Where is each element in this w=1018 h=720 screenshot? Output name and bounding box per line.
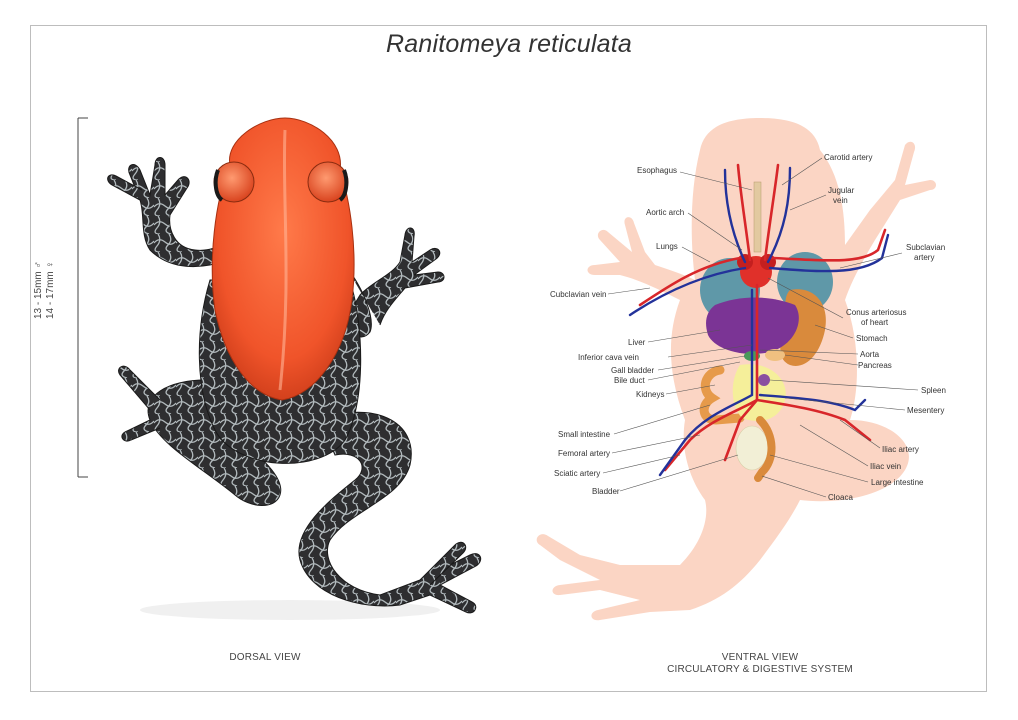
species-title: Ranitomeya reticulata — [386, 30, 632, 58]
label-spleen: Spleen — [921, 386, 946, 395]
bladder — [735, 425, 769, 471]
label-kidneys: Kidneys — [636, 390, 664, 399]
label-subclavian-artery-1: Subclavian — [906, 243, 945, 252]
label-cubclavian-vein: Cubclavian vein — [550, 290, 606, 299]
right-hind-limb — [298, 411, 482, 614]
size-bracket — [77, 117, 88, 478]
label-lungs: Lungs — [656, 242, 678, 251]
label-jugular-vein-2: vein — [833, 196, 848, 205]
ventral-caption-line1: VENTRAL VIEW — [721, 652, 799, 663]
leader-lines — [602, 157, 919, 498]
label-carotid-artery: Carotid artery — [824, 153, 872, 162]
ventral-caption-line2: CIRCULATORY & DIGESTIVE SYSTEM — [667, 664, 853, 675]
label-bladder: Bladder — [592, 487, 620, 496]
label-gall-bladder: Gall bladder — [611, 366, 654, 375]
label-conus-2: of heart — [861, 318, 889, 327]
label-femoral-artery: Femoral artery — [558, 449, 610, 458]
label-iliac-artery: Iliac artery — [882, 445, 919, 454]
dorsal-view-caption: DORSAL VIEW — [229, 652, 301, 663]
label-esophagus: Esophagus — [637, 166, 677, 175]
anatomy-labels: Esophagus Carotid artery Jugular vein Ao… — [550, 153, 946, 502]
label-jugular-vein-1: Jugular — [828, 186, 855, 195]
right-front-limb — [344, 227, 445, 338]
label-large-intestine: Large intestine — [871, 478, 924, 487]
ventral-silhouette — [536, 118, 936, 621]
left-front-limb — [128, 157, 233, 268]
label-iliac-vein: Iliac vein — [870, 462, 901, 471]
dorsal-frog-illustration — [107, 117, 482, 620]
label-sciatic-artery: Sciatic artery — [554, 469, 600, 478]
ventral-view-caption: VENTRAL VIEW CIRCULATORY & DIGESTIVE SYS… — [660, 652, 860, 676]
label-aortic-arch: Aortic arch — [646, 208, 684, 217]
esophagus — [753, 181, 762, 253]
label-aorta: Aorta — [860, 350, 880, 359]
label-cloaca: Cloaca — [828, 493, 853, 502]
label-inferior-cava-vein: Inferior cava vein — [578, 353, 639, 362]
label-conus-1: Conus arteriosus — [846, 308, 906, 317]
pancreas — [765, 349, 785, 361]
label-liver: Liver — [628, 338, 646, 347]
label-pancreas: Pancreas — [858, 361, 892, 370]
large-intestine — [754, 416, 776, 482]
poster-frame — [30, 25, 987, 692]
label-mesentery: Mesentery — [907, 406, 944, 415]
label-stomach: Stomach — [856, 334, 888, 343]
label-bile-duct: Bile duct — [614, 376, 645, 385]
spleen — [758, 374, 770, 386]
label-subclavian-artery-2: artery — [914, 253, 934, 262]
label-small-intestine: Small intestine — [558, 430, 611, 439]
